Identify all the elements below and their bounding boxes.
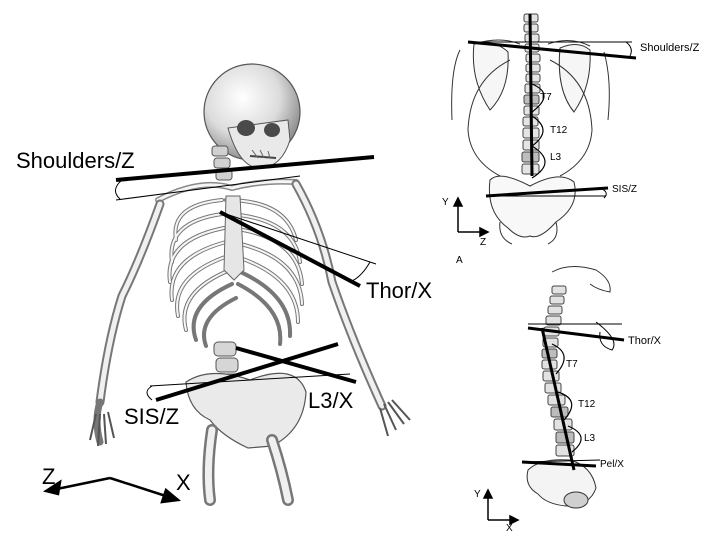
panel-b-label-thor: Thor/X (628, 335, 662, 347)
panel-a-axis-label-z: Z (480, 237, 487, 248)
panel-b-reference-lines (521, 321, 625, 471)
panel-b-thor-line (527, 326, 625, 342)
panel-b-sagittal-spine (526, 266, 611, 509)
panel-a-panel-label: A (456, 255, 463, 266)
pelvis (185, 372, 307, 449)
right-arm (291, 179, 387, 411)
left-scapula (472, 42, 509, 111)
panel-a-label-t7: T7 (540, 92, 552, 103)
shoulders-line (115, 155, 375, 182)
panel-b-label-l3: L3 (584, 433, 596, 444)
cervical-spine (211, 145, 233, 181)
panel-a-shoulders-line (467, 40, 637, 60)
panel-b-t12-arc (557, 391, 573, 421)
panel-b-axis-label-y: Y (474, 489, 481, 500)
panel-a-l3-arc (531, 145, 546, 179)
panel-b-label-t7: T7 (566, 359, 578, 370)
panel-b-axis-label-x: X (506, 523, 513, 534)
main-reference-lines (115, 155, 377, 402)
panel-b-axes (482, 488, 520, 526)
sternum (223, 195, 245, 281)
thor-reference-line (219, 211, 377, 265)
main-axis-label-z: Z (42, 464, 56, 489)
main-label-shoulders: Shoulders/Z (16, 148, 135, 173)
x-axis-arrow (109, 476, 173, 500)
sis-angle-arc (146, 385, 153, 401)
frontal-pelvis (488, 175, 576, 238)
shoulders-angle-arc (115, 179, 123, 200)
panel-a-label-sis: SIS/Z (612, 184, 638, 195)
panel-a-sis-line (485, 186, 609, 198)
legs (202, 424, 294, 506)
panel-a-axis-label-y: Y (442, 197, 449, 208)
panel-a-label-t12: T12 (550, 125, 568, 136)
panel-b-t7-arc (551, 343, 565, 375)
l3-line (235, 346, 357, 384)
main-axis-label-x: X (176, 470, 191, 495)
panel-b-pel-ref (521, 459, 601, 463)
main-label-l3: L3/X (308, 388, 354, 413)
thor-angle-arc (351, 261, 371, 282)
panel-b-label-pel: Pel/X (600, 459, 624, 470)
panel-a-reference-lines (467, 13, 637, 199)
panel-a-label-l3: L3 (550, 152, 562, 163)
main-label-thor: Thor/X (366, 278, 433, 303)
main-axes (42, 476, 182, 504)
main-label-sis: SIS/Z (124, 404, 180, 429)
sagittal-skull-outline (551, 266, 611, 293)
panel-a-spine-line (528, 13, 534, 177)
panel-a-t7-arc (531, 83, 545, 113)
panel-b-pel-line (521, 460, 597, 468)
panel-b-l3-arc (567, 425, 582, 453)
thor-line (219, 210, 361, 288)
right-hand (379, 399, 411, 437)
panel-a-label-shoulders: Shoulders/Z (640, 42, 700, 54)
z-axis-arrow (51, 476, 111, 492)
skeleton-3d (89, 63, 411, 506)
sis-reference-line (149, 373, 351, 387)
sis-line (155, 342, 339, 402)
right-scapula (558, 44, 591, 113)
panel-a-t12-arc (531, 115, 544, 147)
shoulders-reference-line (115, 175, 301, 201)
left-hand (89, 411, 115, 447)
panel-b-spine-line (540, 327, 576, 471)
panel-b-label-t12: T12 (578, 399, 596, 410)
panel-a-axes (452, 196, 490, 238)
